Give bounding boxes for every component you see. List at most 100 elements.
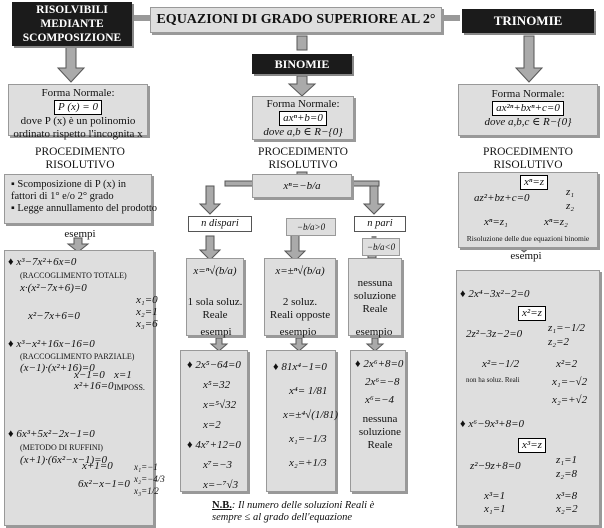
page-title: EQUAZIONI DI GRADO SUPERIORE AL 2° [150, 7, 442, 33]
col3-ex2-r1: x³=8 [556, 490, 578, 502]
sol-pos-text: 2 soluz. [282, 296, 318, 308]
col3-ex2-l1: x³=1 [484, 490, 506, 502]
col3-ex1-eq: ♦ 2x⁴−3x²−2=0 [460, 288, 530, 300]
exA-line: x=2 [203, 419, 221, 431]
sol-neg-text: soluzione [353, 290, 397, 302]
forma-equation: P (x) = 0 [54, 100, 102, 115]
col3-procedimento: PROCEDIMENTO RISOLUTIVO [483, 146, 573, 171]
branch-neg: −b/a<0 [362, 238, 400, 256]
ex2-equation: ♦ x³−x²+16x−16=0 [8, 338, 95, 350]
col3-ex2-l2: x₁=1 [484, 503, 506, 515]
col3-esempi: esempi [510, 250, 542, 262]
col3-ex1-quad: 2z²−3z−2=0 [466, 328, 523, 340]
col3-ex1-z1: z₁=−1/2 [548, 322, 586, 334]
exD-line: x⁶=−4 [365, 394, 395, 406]
col2-esempio: esempio [279, 326, 317, 338]
ex2-sol1: x=1 [114, 369, 132, 381]
exD-line: Reale [367, 439, 393, 451]
col3-ex2-z2: z₂=8 [556, 468, 578, 480]
col2-forma-normale: Forma Normale: axⁿ+b=0 dove a,b ∈ R−{0} [252, 96, 354, 140]
col3-ex1-l1: x²=−1/2 [482, 358, 520, 370]
col1-examples [4, 250, 154, 526]
forma-desc: dove a,b ∈ R−{0} [263, 126, 343, 138]
sol-pos-box: x=±ⁿ√(b/a) 2 soluz. Reali opposte [264, 258, 336, 336]
col2-xn: xⁿ=−b/a [252, 174, 352, 198]
nb-label: N.B. [212, 500, 232, 511]
col3-b1: xⁿ=z₁ [484, 216, 508, 228]
nb-note: N.B.: Il numero delle soluzioni Reali è … [212, 500, 420, 524]
ex1-equation: ♦ x³−7x²+6x=0 [8, 256, 77, 268]
exC-line: x₁=−1/3 [289, 433, 327, 445]
col3-forma-normale: Forma Normale: ax²ⁿ+bxⁿ+c=0 dove a,b,c ∈… [458, 84, 598, 136]
sol-neg-text: nessuna [357, 277, 393, 289]
ex3-sol1: x₁=−1 [134, 462, 158, 472]
nb-text: : Il numero delle soluzioni Reali è [231, 500, 375, 511]
col3-ex1-sub: x²=z [510, 306, 554, 321]
col3-z2: z₂ [566, 200, 575, 212]
ex1-sub: x²−7x+6=0 [28, 310, 80, 322]
ex2-sub2: x²+16=0 [74, 380, 114, 392]
exD-line: nessuna [362, 413, 398, 425]
exB-line: x⁷=−3 [203, 459, 233, 471]
exA-line: x⁵=32 [203, 379, 231, 391]
sol-pos-formula: x=±ⁿ√(b/a) [275, 265, 325, 277]
sol-dispari-box: x=ⁿ√(b/a) 1 sola soluz. Reale [186, 258, 244, 336]
sol-dispari-text: Reale [202, 309, 228, 321]
col3-ex1-r1: x²=2 [556, 358, 578, 370]
ex2-sol2: IMPOSS. [114, 383, 145, 392]
sol-dispari-text: 1 sola soluz. [187, 296, 243, 308]
col3-ex1-r3: x₂=+√2 [552, 394, 588, 406]
ex3-sol3: x₃=1/2 [134, 486, 159, 496]
exA-line: ♦ 2x⁵−64=0 [187, 359, 241, 371]
exC-line: x⁴= 1/81 [289, 385, 328, 397]
ex2-sub1: x−1=0 [74, 369, 105, 381]
exB-line: ♦ 4x⁷+12=0 [187, 439, 241, 451]
col3-b2: xⁿ=z₂ [544, 216, 568, 228]
col3-ex2-sub: x³=z [510, 438, 554, 453]
exD-line: 2x⁶=−8 [365, 376, 400, 388]
exA-line: x=⁵√32 [203, 399, 237, 411]
col3-ex2-quad: z²−9z+8=0 [470, 460, 521, 472]
ex2-method: (RACCOGLIMENTO PARZIALE) [20, 352, 135, 361]
exD-line: ♦ 2x⁶+8=0 [355, 358, 404, 370]
col2-esempi: esempi [200, 326, 232, 338]
col2-esempio: esempio [355, 326, 393, 338]
sol-dispari-formula: x=ⁿ√(b/a) [193, 265, 237, 277]
exD-line: soluzione [358, 426, 402, 438]
col1-forma-normale: Forma Normale: P (x) = 0 dove P (x) è un… [8, 84, 148, 140]
ex3-sub2: 6x²−x−1=0 [78, 478, 130, 490]
exA-box: ♦ 2x⁵−64=0 x⁵=32 x=⁵√32 x=2 ♦ 4x⁷+12=0 x… [180, 350, 248, 492]
forma-desc: dove a,b,c ∈ R−{0} [484, 116, 572, 128]
ex1-method: (RACCOGLIMENTO TOTALE) [20, 271, 127, 280]
branch-n-dispari: n dispari [188, 216, 252, 232]
ex1-sol: x₃=6 [136, 318, 158, 330]
col3-ex1-r2: x₁=−√2 [552, 376, 588, 388]
ex1-sol: x₁=0 [136, 294, 158, 306]
col3-z1: z₁ [566, 186, 575, 198]
exC-line: ♦ 81x⁴−1=0 [273, 361, 327, 373]
col3-ex2-r2: x₂=2 [556, 503, 578, 515]
step-item: ▪ Scomposizione di P (x) in fattori di 1… [11, 179, 127, 202]
ex1-fact: x·(x²−7x+6)=0 [20, 282, 87, 294]
exD-box: ♦ 2x⁶+8=0 2x⁶=−8 x⁶=−4 nessuna soluzione… [350, 350, 406, 492]
forma-label: Forma Normale: [41, 87, 115, 99]
exC-line: x₂=+1/3 [289, 457, 327, 469]
col1-procedimento: PROCEDIMENTO RISOLUTIVO [35, 146, 125, 171]
nb-text: sempre ≤ al grado dell'equazione [212, 512, 353, 523]
forma-desc: ordinato rispetto l'incognita x [13, 128, 143, 140]
sol-neg-text: Reale [362, 303, 388, 315]
col3-quad: az²+bz+c=0 [474, 192, 530, 204]
forma-equation: ax²ⁿ+bxⁿ+c=0 [492, 101, 564, 116]
branch-pos: −b/a>0 [286, 218, 336, 236]
step-item: ▪ Legge annullamento del prodotto [11, 203, 158, 214]
col1-esempi: esempi [64, 228, 96, 240]
col3-ex2-eq: ♦ x⁶−9x³+8=0 [460, 418, 525, 430]
ex2-fact: (x−1)·(x²+16)=0 [20, 362, 95, 374]
forma-equation: axⁿ+b=0 [279, 111, 327, 126]
col2-procedimento: PROCEDIMENTO RISOLUTIVO [258, 146, 348, 171]
ex3-sub1: x+1=0 [82, 460, 113, 472]
scomposizione-label: RISOLVIBILI MEDIANTE SCOMPOSIZIONE [22, 4, 122, 44]
col3-ex1-z2: z₂=2 [548, 336, 570, 348]
col3-sub: xⁿ=z [514, 175, 554, 190]
forma-desc: dove P (x) è un polinomio [20, 115, 136, 127]
